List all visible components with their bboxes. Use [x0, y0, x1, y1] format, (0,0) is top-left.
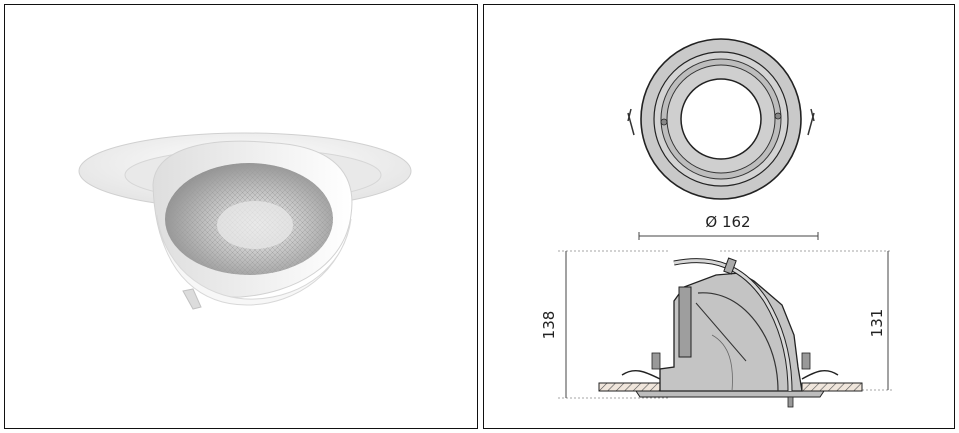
- product-photo: [78, 132, 412, 310]
- height-left-label: 138: [540, 311, 558, 340]
- side-view: [598, 257, 863, 408]
- height-dimension-left: 138: [540, 250, 670, 399]
- product-photo-panel: [4, 4, 478, 429]
- mount-clip: [182, 288, 202, 310]
- ceiling-left: [598, 382, 662, 392]
- technical-drawing: Ø 162 138 131: [540, 38, 892, 408]
- diameter-label: Ø 162: [705, 213, 750, 231]
- technical-drawing-panel: Ø 162 138 131: [483, 4, 955, 429]
- height-right-label: 131: [868, 309, 886, 338]
- diameter-dimension: Ø 162: [638, 213, 819, 240]
- top-view: [627, 38, 815, 200]
- ceiling-right: [801, 382, 863, 392]
- height-dimension-right: 131: [720, 250, 892, 391]
